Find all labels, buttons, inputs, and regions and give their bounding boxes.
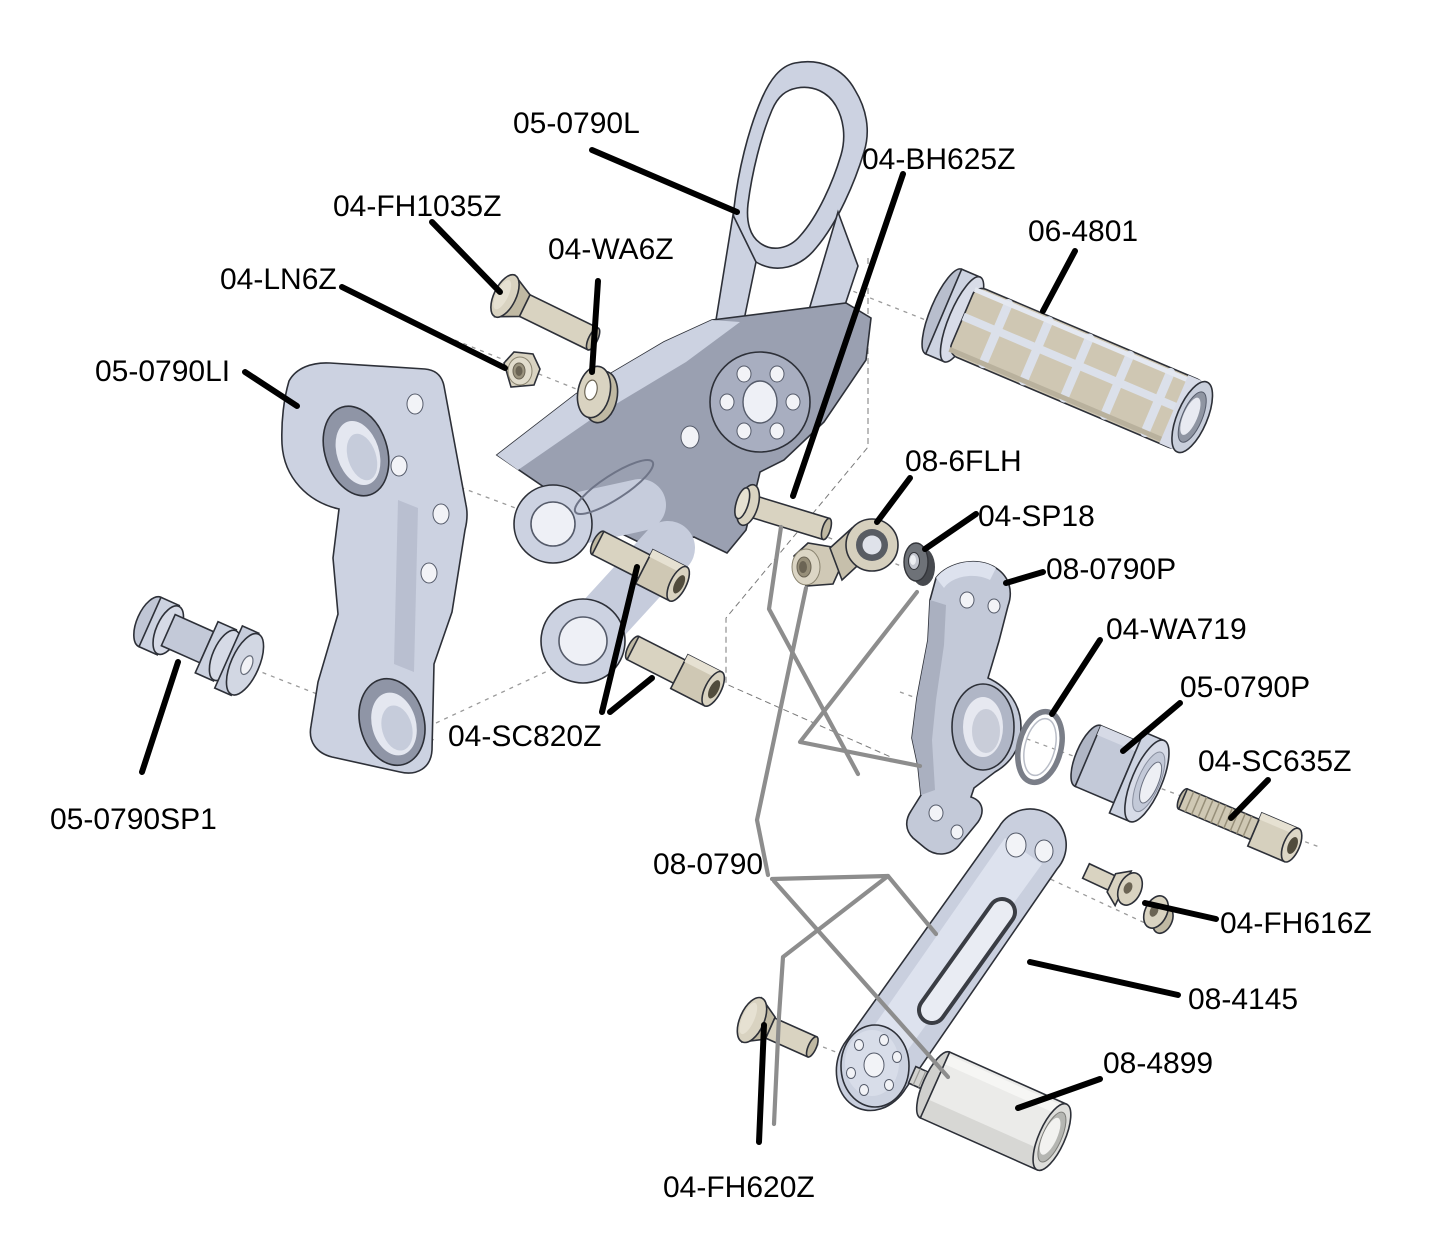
- callout-leaders: [139, 147, 1271, 1145]
- leader-05-0790P: [1120, 700, 1183, 754]
- leader-05-0790L: [589, 147, 740, 215]
- part-grip-06-4801: [921, 268, 1214, 454]
- part-spool-05-0790SP1: [133, 595, 265, 697]
- part-label-08-4145: 08-4145: [1188, 983, 1298, 1016]
- part-label-04-SC635Z: 04-SC635Z: [1198, 745, 1351, 778]
- leader-04-SC820Z-b: [607, 675, 655, 715]
- part-label-05-0790P: 05-0790P: [1180, 671, 1310, 704]
- part-label-05-0790SP1: 05-0790SP1: [50, 803, 217, 836]
- leader-08-4145: [1027, 959, 1181, 998]
- kit-leader-lines-08-0790: [754, 524, 951, 1127]
- leader-04-FH1035Z: [429, 219, 503, 295]
- leader-04-SC820Z-a: [599, 564, 640, 715]
- part-bolt-04-FH1035Z: [490, 273, 601, 351]
- part-washer-04-WA6Z: [576, 365, 619, 424]
- part-bracket-05-0790LI: [281, 362, 468, 774]
- leader-04-SC635Z: [1228, 777, 1271, 821]
- part-label-04-SC820Z: 04-SC820Z: [448, 720, 601, 753]
- part-labels: 05-0790L 04-FH1035Z 04-WA6Z 04-LN6Z 05-0…: [50, 107, 1372, 1204]
- leader-08-0790P: [1003, 569, 1046, 586]
- engraved-logo: [573, 459, 655, 515]
- leader-06-4801: [1040, 248, 1078, 314]
- part-screw-04-SC635Z: [1176, 787, 1303, 863]
- part-label-04-SP18: 04-SP18: [978, 500, 1095, 533]
- part-label-04-WA6Z: 04-WA6Z: [548, 233, 674, 266]
- part-spacer-04-SP18: [903, 542, 935, 586]
- leader-04-SP18: [922, 511, 979, 552]
- leader-04-FH620Z: [756, 1022, 767, 1145]
- part-label-04-FH1035Z: 04-FH1035Z: [333, 190, 501, 223]
- part-label-04-FH616Z: 04-FH616Z: [1220, 907, 1372, 940]
- frame-reference-outline: [725, 258, 894, 759]
- leader-08-4899: [1015, 1076, 1103, 1111]
- part-label-04-FH620Z: 04-FH620Z: [663, 1171, 815, 1204]
- part-label-08-6FLH: 08-6FLH: [905, 445, 1022, 478]
- leader-04-WA719: [1049, 637, 1103, 717]
- part-wave-washer-04-WA719: [1015, 708, 1065, 786]
- leader-04-LN6Z: [339, 284, 508, 371]
- part-label-05-0790LI: 05-0790LI: [95, 355, 230, 388]
- part-label-08-0790: 08-0790: [653, 848, 763, 881]
- leader-04-FH616Z: [1142, 900, 1219, 922]
- part-label-04-LN6Z: 04-LN6Z: [220, 263, 337, 296]
- part-bushing-05-0790P: [1070, 724, 1170, 823]
- part-toe-peg-08-4899: [907, 1050, 1072, 1172]
- leader-04-WA6Z: [589, 278, 601, 375]
- part-main-plate-05-0790L: [495, 61, 872, 684]
- leader-05-0790LI: [242, 369, 300, 409]
- part-nut-04-LN6Z: [503, 351, 541, 388]
- part-label-04-BH625Z: 04-BH625Z: [862, 143, 1015, 176]
- part-bolt-04-BH625Z: [734, 483, 833, 541]
- part-label-04-WA719: 04-WA719: [1106, 613, 1247, 646]
- part-label-08-4899: 08-4899: [1103, 1047, 1213, 1080]
- leader-05-0790SP1: [139, 659, 181, 775]
- part-screw-04-SC820Z-b: [624, 635, 726, 707]
- part-rod-end-08-6FLH: [791, 518, 899, 587]
- part-label-06-4801: 06-4801: [1028, 215, 1138, 248]
- part-label-05-0790L: 05-0790L: [513, 107, 640, 140]
- part-shift-arm-08-4145: [835, 808, 1067, 1112]
- leader-04-BH625Z: [790, 171, 906, 499]
- part-screws-04-FH616Z: [1081, 862, 1174, 935]
- part-pedal-08-0790P: [905, 560, 1022, 855]
- part-label-08-0790P: 08-0790P: [1046, 553, 1176, 586]
- leader-08-6FLH: [874, 475, 913, 525]
